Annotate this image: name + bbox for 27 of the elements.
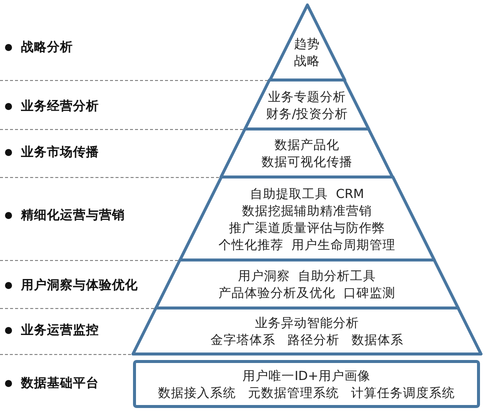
layer-text: 数据接入系统 元数据管理系统 计算任务调度系统: [158, 384, 455, 401]
layer-text: 数据可视化传播: [261, 153, 352, 170]
row-label: 战略分析: [21, 38, 73, 56]
layer-text: 业务专题分析: [268, 88, 346, 104]
row-label: 精细化运营与营销: [21, 206, 125, 224]
pyramid-layer: [221, 129, 393, 177]
layer-text: 数据挖掘辅助精准营销: [242, 202, 372, 218]
layer-text: 自助提取工具 CRM: [250, 184, 364, 202]
pyramid-layer: [156, 260, 458, 308]
layer-text: 个性化推荐 用户生命周期管理: [218, 236, 396, 252]
layer-text: 业务异动智能分析: [254, 314, 359, 331]
layer-text: 推广渠道质量评估与防作弊: [228, 218, 385, 236]
layer-text: 用户唯一ID+用户画像: [242, 367, 370, 384]
layer-text: 趋势: [294, 34, 320, 52]
row-label: 数据基础平台: [21, 374, 99, 392]
pyramid-layer: [132, 308, 481, 354]
row-label: 用户洞察与体验优化: [21, 276, 138, 294]
layer-text: 金字塔体系 路径分析 数据体系: [210, 331, 404, 348]
platform-box: [133, 360, 480, 408]
layer-text: 产品体验分析及优化 口碑监测: [218, 284, 396, 301]
row-label: 业务运营监控: [21, 322, 99, 338]
layer-text: 用户洞察 自助分析工具: [238, 267, 376, 284]
layer-text: 财务/投资分析: [266, 104, 348, 122]
row-label: 业务经营分析: [21, 98, 99, 114]
row-label: 业务市场传播: [21, 144, 99, 160]
layer-text: 战略: [294, 52, 320, 68]
layer-text: 数据产品化: [274, 136, 340, 153]
